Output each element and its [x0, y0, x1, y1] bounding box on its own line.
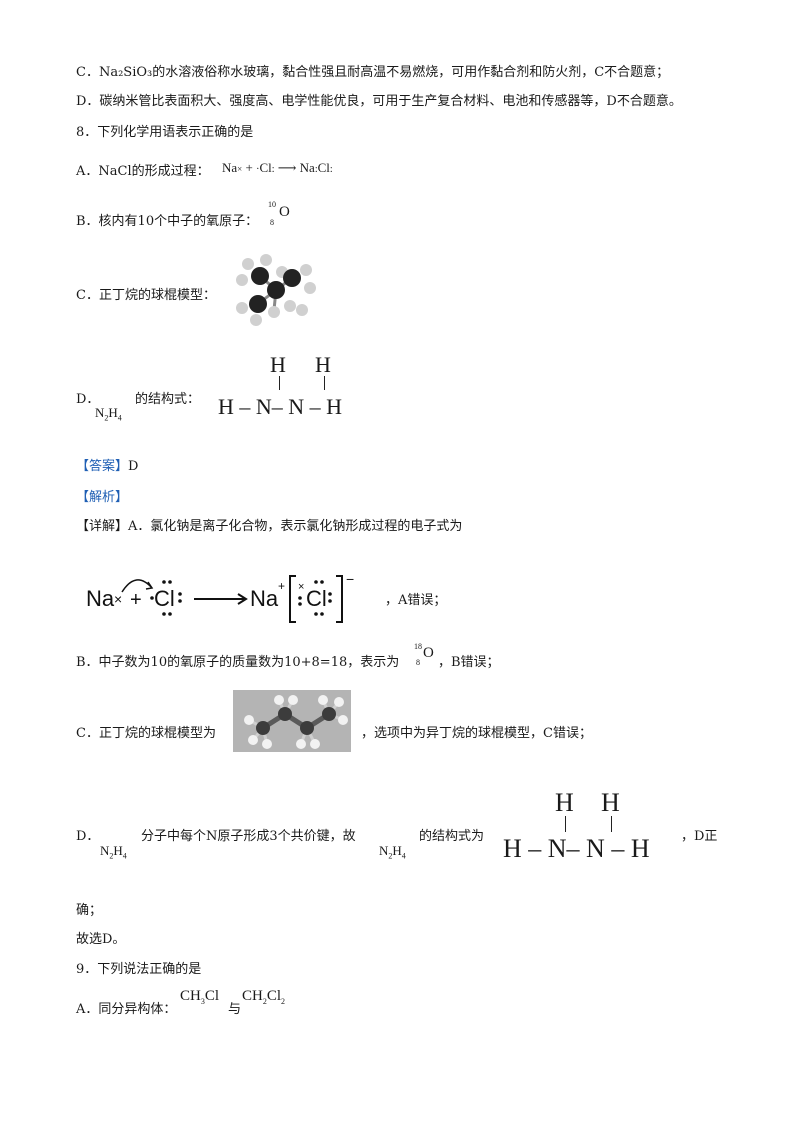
h-symbol: H — [113, 843, 123, 858]
and-word: 与 — [228, 1002, 242, 1017]
atomic-number: 8 — [416, 658, 420, 667]
answer-line: 【答案】D — [76, 458, 138, 476]
bond-line — [279, 376, 280, 390]
atomic-number: 8 — [270, 218, 274, 227]
nacl-electron-formula: Na × + Cl Na + × Cl − — [86, 571, 354, 623]
cl-symbol: Cl — [266, 988, 282, 1004]
svg-text:Cl: Cl — [306, 586, 327, 611]
svg-text:+: + — [130, 589, 142, 611]
mass-number: 18 — [414, 642, 422, 651]
h-top-right: H — [315, 352, 331, 377]
b-wrong-note: ，B错误； — [438, 655, 500, 670]
c-explanation: C．正丁烷的球棍模型为 — [76, 726, 216, 741]
cl-symbol: Cl — [204, 988, 220, 1004]
h-n-n-h-row: H – N– N – H — [218, 394, 343, 419]
question-8-option-d-label: D． — [76, 392, 100, 407]
svg-text:×: × — [298, 581, 304, 593]
oxygen-18-nuclide: 18 8 O — [414, 642, 438, 672]
h-top-right: H — [601, 788, 620, 817]
svg-text:−: − — [346, 571, 354, 587]
svg-text:×: × — [114, 591, 122, 607]
question-8-option-b-label: B．核内有10个中子的氧原子： — [76, 214, 259, 229]
cl-symbol: Cl — [259, 160, 272, 175]
hydrazine-structure-answer: H H H – N– N – H — [503, 788, 683, 868]
h-symbol: H — [392, 843, 402, 858]
arrow-icon: ⟶ — [277, 160, 297, 175]
n2h4-formula: N2H4 — [95, 405, 122, 423]
svg-text:Na: Na — [250, 586, 279, 611]
b-explanation: B．中子数为10的氧原子的质量数为10+8=18，表示为 — [76, 655, 400, 670]
plus-sign: + — [245, 160, 253, 175]
isobutane-ball-stick-model — [236, 254, 316, 326]
subscript: 2 — [109, 851, 114, 861]
h-top-left: H — [270, 352, 286, 377]
subscript: 2 — [262, 997, 267, 1006]
svg-text:Cl: Cl — [154, 586, 175, 611]
d-explanation-prefix: D． — [76, 829, 100, 844]
n-butane-ball-stick-model — [233, 690, 351, 752]
option-c-na2sio3: C．Na₂SiO₃的水溶液俗称水玻璃，黏合性强且耐高温不易燃烧，可用作黏合剂和防… — [76, 65, 670, 80]
oxygen-symbol: O — [423, 645, 434, 661]
d-explanation-post: 的结构式为 — [419, 829, 485, 844]
subscript: 4 — [401, 851, 406, 861]
structural-formula-suffix: 的结构式： — [135, 392, 201, 407]
n-symbol: N — [379, 843, 389, 858]
na-symbol: Na — [222, 160, 238, 175]
hydrazine-structure-option: H H H – N– N – H — [218, 352, 388, 422]
ch-symbol: CH — [242, 988, 263, 1004]
subscript: 2 — [388, 851, 393, 861]
final-choice: 故选D。 — [76, 932, 126, 947]
c-wrong-note: ，选项中为异丁烷的球棍模型，C错误； — [361, 726, 592, 741]
n2h4-formula: N2H4 — [379, 843, 406, 861]
cl-symbol: Cl — [317, 160, 330, 175]
question-8-stem: 8．下列化学用语表示正确的是 — [76, 125, 254, 140]
subscript: 3 — [200, 997, 205, 1006]
h-top-left: H — [555, 788, 574, 817]
ch3cl-formula: CH3Cl — [180, 988, 219, 1006]
na-symbol: Na — [299, 160, 315, 175]
subscript: 2 — [104, 413, 109, 423]
bond-line — [611, 816, 612, 832]
d-correct-note: ，D正 — [681, 829, 718, 844]
question-8-option-c-label: C．正丁烷的球棍模型： — [76, 288, 216, 303]
question-9-option-a-label: A．同分异构体： — [76, 1002, 177, 1017]
nacl-formation-small: Na× + ·Cl: ⟶ Na:Cl: — [222, 160, 333, 175]
answer-tag: 【答案】 — [76, 459, 129, 474]
analysis-tag: 【解析】 — [76, 490, 129, 505]
n-symbol: N — [95, 405, 105, 420]
a-wrong-note: ，A错误； — [385, 593, 447, 608]
oxygen-symbol: O — [279, 204, 290, 220]
n-symbol: N — [100, 843, 110, 858]
subscript: 4 — [122, 851, 127, 861]
question-8-option-a-label: A．NaCl的形成过程： — [76, 164, 210, 179]
d-explanation-middle: 分子中每个N原子形成3个共价键，故 — [141, 829, 356, 844]
h-symbol: H — [108, 405, 118, 420]
answer-value: D — [128, 459, 139, 474]
svg-text:+: + — [278, 579, 285, 593]
question-9-stem: 9．下列说法正确的是 — [76, 962, 202, 977]
subscript: 2 — [281, 997, 286, 1006]
detail-line: 【详解】A．氯化钠是离子化合物，表示氯化钠形成过程的电子式为 — [76, 519, 463, 534]
subscript: 4 — [117, 413, 122, 423]
d-correct-continued: 确； — [76, 903, 103, 918]
ch2cl2-formula: CH2Cl2 — [242, 988, 285, 1006]
h-n-n-h-row: H – N– N – H — [503, 834, 650, 863]
svg-text:Na: Na — [86, 586, 115, 611]
mass-number: 10 — [268, 200, 276, 209]
ch-symbol: CH — [180, 988, 201, 1004]
option-d-nanotube: D．碳纳米管比表面积大、强度高、电学性能优良，可用于生产复合材料、电池和传感器等… — [76, 94, 682, 109]
n2h4-formula: N2H4 — [100, 843, 127, 861]
bond-line — [565, 816, 566, 832]
bond-line — [324, 376, 325, 390]
